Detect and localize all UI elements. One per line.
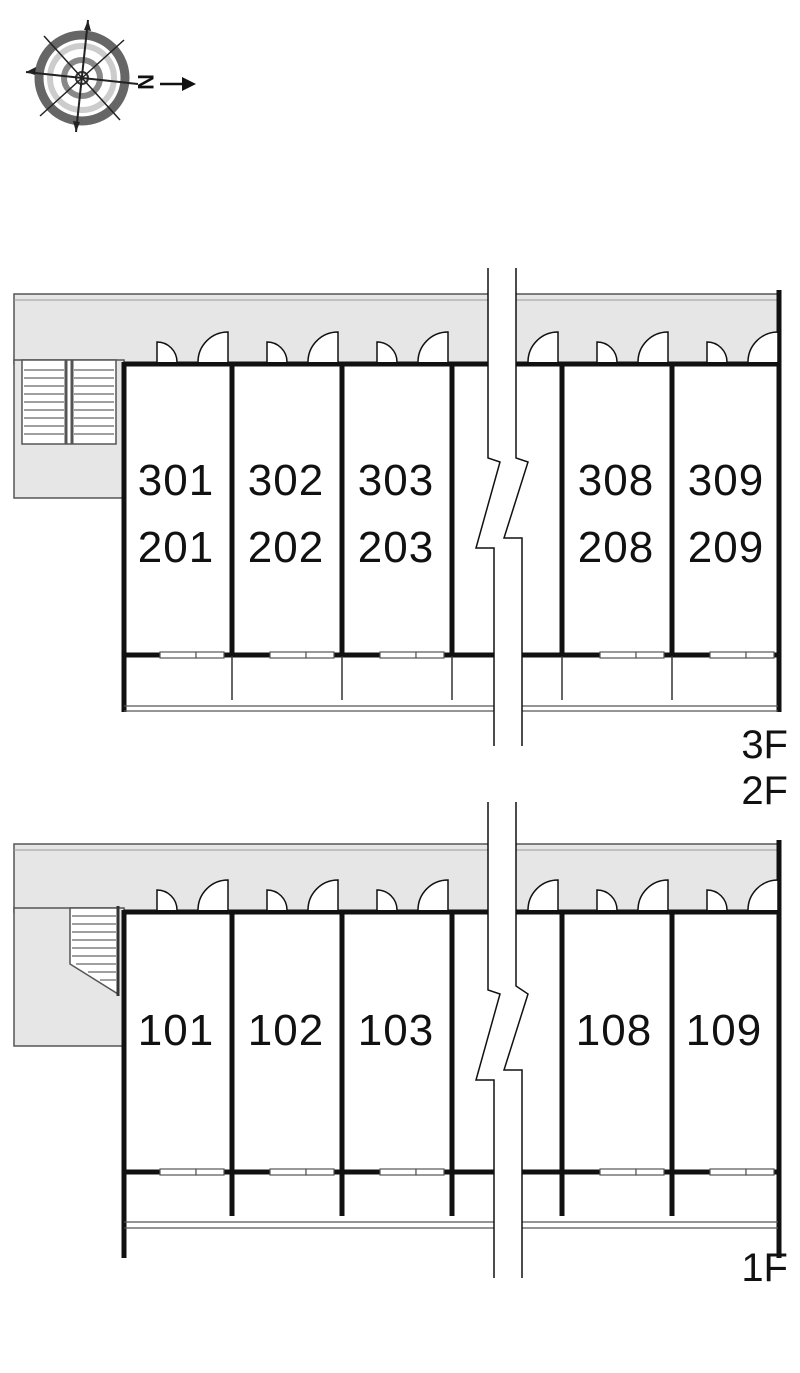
north-arrow-icon <box>160 77 196 91</box>
entry-doors-lower <box>156 879 779 911</box>
unit-109: 109 <box>686 1006 762 1055</box>
staircase-upper <box>21 359 117 445</box>
lower-block: 101 102 103 108 109 1F <box>13 802 788 1290</box>
unit-108: 108 <box>576 1006 652 1055</box>
unit-302: 302 <box>248 456 324 505</box>
break-gap-lower <box>476 802 522 1278</box>
balcony-wall-upper <box>124 651 778 659</box>
unit-309: 309 <box>688 456 764 505</box>
floor-label-3f: 3F <box>741 723 788 767</box>
unit-203: 203 <box>358 523 434 572</box>
unit-202: 202 <box>248 523 324 572</box>
compass-north-letter: N <box>133 74 158 90</box>
floor-label-1f: 1F <box>741 1246 788 1290</box>
unit-303: 303 <box>358 456 434 505</box>
unit-102: 102 <box>248 1006 324 1055</box>
floor-label-2f: 2F <box>741 769 788 813</box>
unit-308: 308 <box>578 456 654 505</box>
unit-101: 101 <box>138 1006 214 1055</box>
staircase-lower <box>69 906 120 996</box>
entry-doors-upper <box>156 331 779 363</box>
compass-rose-icon <box>25 19 139 133</box>
balcony-wall-lower <box>124 1168 778 1176</box>
break-gap-upper <box>476 268 522 746</box>
unit-301: 301 <box>138 456 214 505</box>
unit-201: 201 <box>138 523 214 572</box>
unit-103: 103 <box>358 1006 434 1055</box>
unit-208: 208 <box>578 523 654 572</box>
unit-209: 209 <box>688 523 764 572</box>
upper-block: 301 302 303 308 309 201 202 203 208 209 … <box>13 268 788 813</box>
